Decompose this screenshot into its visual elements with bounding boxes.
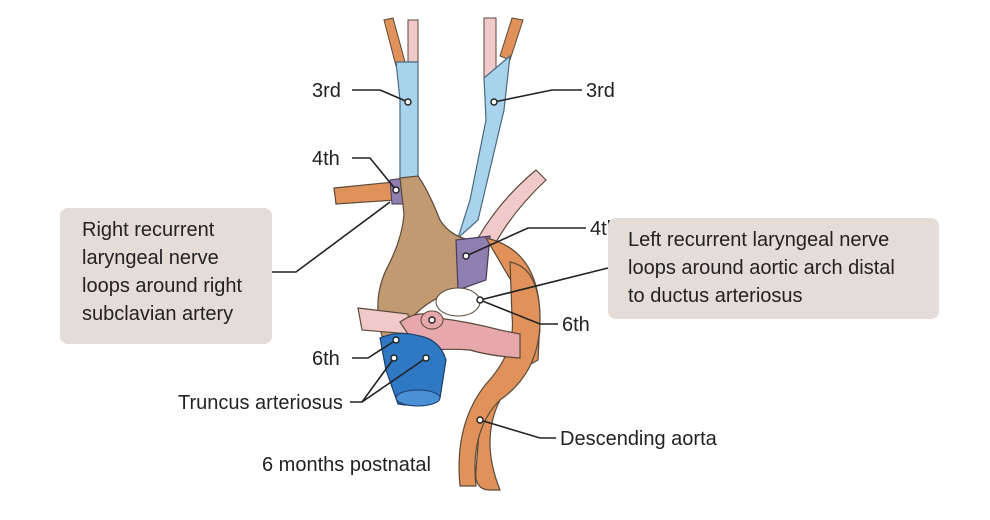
- left-fourth-arch: [455, 235, 491, 291]
- label-6th-left: 6th: [562, 314, 590, 336]
- descending-aorta-body: [458, 261, 541, 487]
- box-line: subclavian artery: [82, 303, 234, 325]
- box-line: to ductus arteriosus: [628, 285, 803, 307]
- label-4th-right: 4th: [312, 148, 340, 170]
- label-descending-aorta: Descending aorta: [560, 428, 718, 450]
- right-external-carotid: [383, 17, 406, 67]
- arch-window: [435, 287, 481, 317]
- left-recurrent-laryngeal-box: Left recurrent laryngeal nerve loops aro…: [608, 218, 939, 319]
- label-truncus: Truncus arteriosus: [178, 392, 343, 414]
- box-line: loops around right: [82, 275, 243, 297]
- label-3rd-left: 3rd: [586, 80, 615, 102]
- right-subclavian: [333, 181, 397, 205]
- label-6th-right: 6th: [312, 348, 340, 370]
- box-line: loops around aortic arch distal: [628, 257, 895, 279]
- left-external-carotid: [499, 17, 524, 61]
- right-internal-carotid: [407, 19, 419, 65]
- left-subclavian: [477, 169, 547, 247]
- box-line: Left recurrent laryngeal nerve: [628, 229, 890, 251]
- box-line: laryngeal nerve: [82, 247, 219, 269]
- label-3rd-right: 3rd: [312, 80, 341, 102]
- right-recurrent-laryngeal-box: Right recurrent laryngeal nerve loops ar…: [60, 208, 272, 344]
- caption-age: 6 months postnatal: [262, 454, 431, 476]
- leader-dots: [390, 98, 498, 424]
- box-line: Right recurrent: [82, 219, 215, 241]
- leader-lines: [270, 89, 609, 439]
- truncus-base: [395, 389, 441, 407]
- right-third-arch: [395, 61, 419, 181]
